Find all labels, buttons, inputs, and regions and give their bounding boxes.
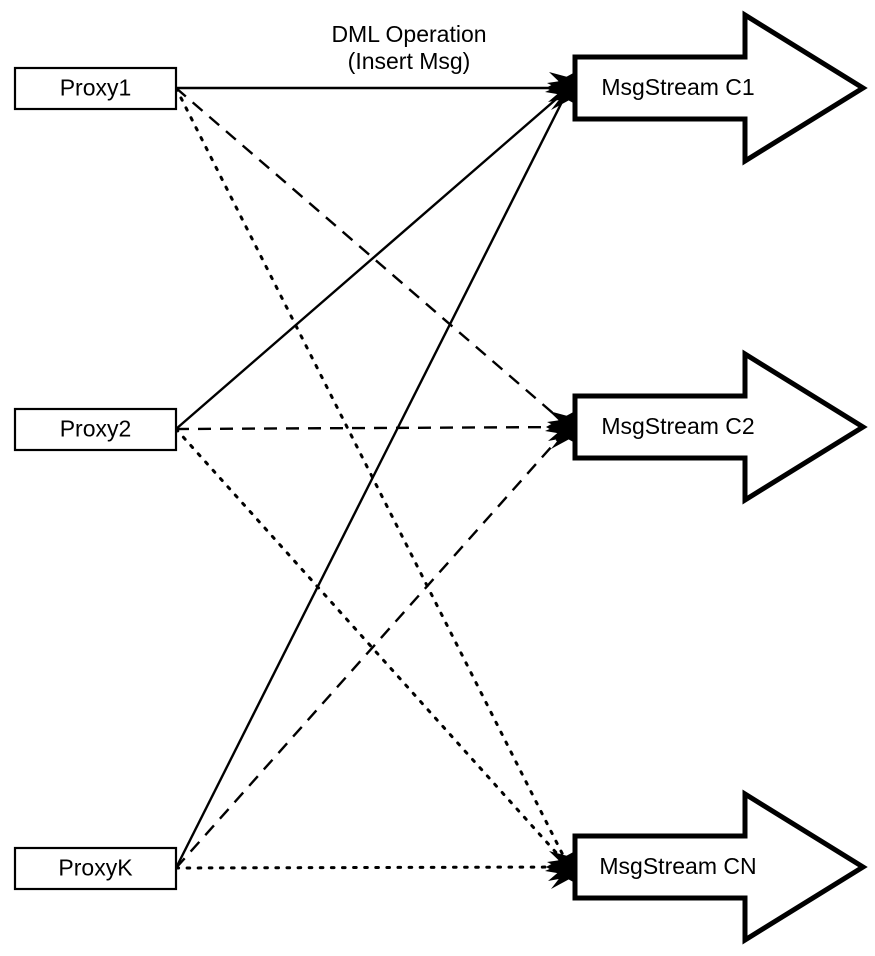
msgstream-arrows-group: MsgStream C1 MsgStream C2 MsgStream CN bbox=[572, 10, 868, 945]
proxy-node-proxyK[interactable]: ProxyK bbox=[13, 846, 178, 891]
msgstream-arrow-shape-cn bbox=[572, 789, 868, 945]
proxy-node-proxy1[interactable]: Proxy1 bbox=[13, 66, 178, 111]
arrowhead-c2 bbox=[546, 410, 577, 444]
proxy-box-proxy2[interactable] bbox=[13, 407, 178, 452]
proxy-node-proxy2[interactable]: Proxy2 bbox=[13, 407, 178, 452]
proxy-label-proxy2: Proxy2 bbox=[60, 416, 132, 442]
msgstream-arrow-cn: MsgStream CN bbox=[572, 789, 868, 945]
link-proxyK-to-cn bbox=[174, 865, 571, 870]
proxy-label-proxy1: Proxy1 bbox=[60, 75, 132, 101]
msgstream-label-c1: MsgStream C1 bbox=[601, 74, 754, 100]
msgstream-arrow-shape-c1 bbox=[572, 10, 868, 166]
proxy-box-proxyK[interactable] bbox=[13, 846, 178, 891]
link-proxy2-to-c2 bbox=[175, 425, 570, 431]
msgstream-arrow-c1: MsgStream C1 bbox=[572, 10, 868, 166]
arrowhead-cn bbox=[546, 850, 577, 884]
dml-operation-label-line2: (Insert Msg) bbox=[348, 48, 471, 74]
link-proxyK-to-c1 bbox=[174, 87, 571, 869]
dml-operation-label-line1: DML Operation bbox=[331, 21, 486, 47]
connector-links-group bbox=[174, 86, 571, 870]
arrowheads-group bbox=[545, 71, 577, 889]
msgstream-arrow-c2: MsgStream C2 bbox=[572, 349, 868, 505]
msgstream-label-cn: MsgStream CN bbox=[599, 853, 756, 879]
msgstream-arrow-shape-c2 bbox=[572, 349, 868, 505]
proxy-label-proxyK: ProxyK bbox=[58, 855, 133, 881]
link-proxy2-to-cn bbox=[174, 427, 571, 869]
link-proxyK-to-c2 bbox=[175, 426, 570, 869]
link-proxy2-to-c1 bbox=[175, 87, 570, 430]
arrowhead-c1 bbox=[546, 71, 577, 105]
proxy-box-proxy1[interactable] bbox=[13, 66, 178, 111]
msgstream-label-c2: MsgStream C2 bbox=[601, 413, 754, 439]
